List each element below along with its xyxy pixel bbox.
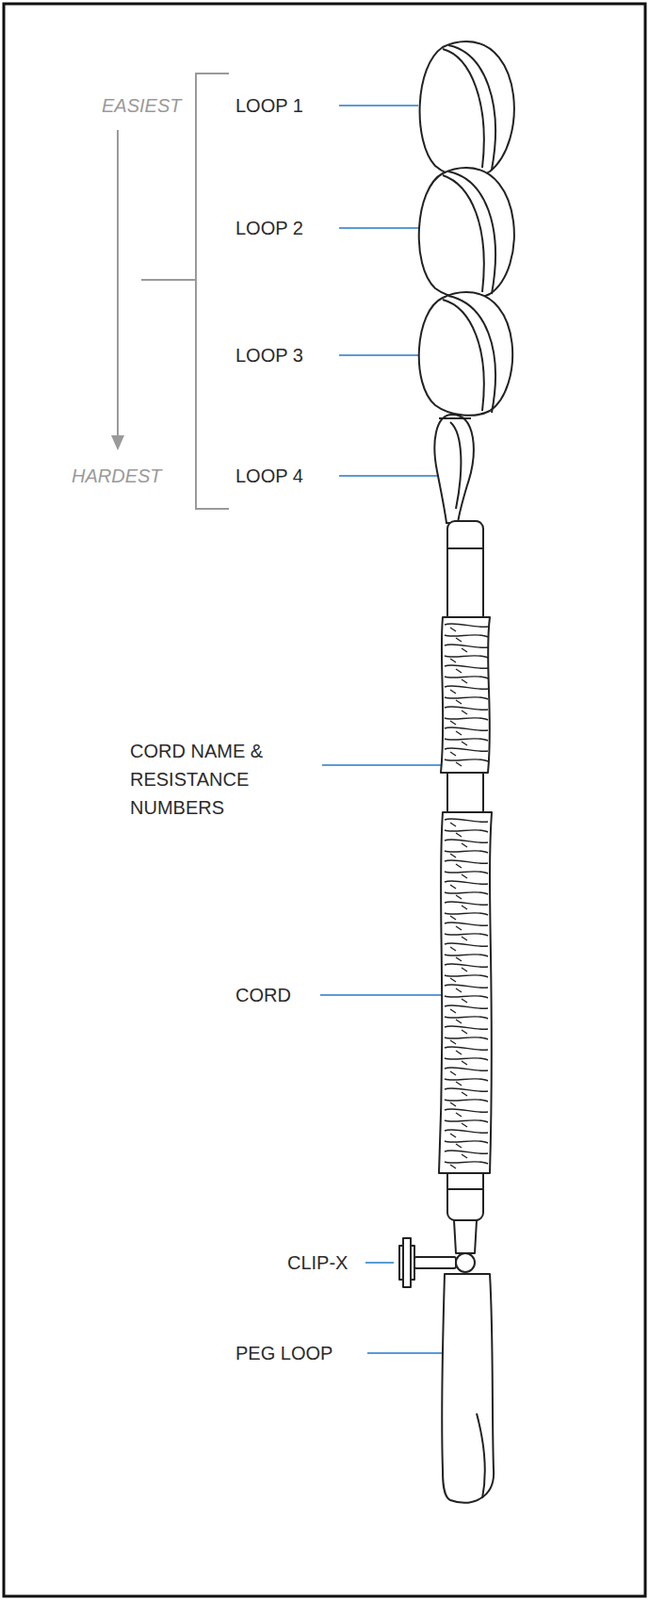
part-label: LOOP 4 — [235, 463, 304, 488]
part-label: PEG LOOP — [235, 1340, 333, 1365]
frame — [3, 3, 646, 1596]
arrow-head — [111, 435, 125, 451]
loops — [399, 41, 515, 1503]
part-label: CORD — [235, 982, 292, 1007]
part-label: CLIP-X — [287, 1249, 348, 1275]
part-label: LOOP 2 — [235, 215, 304, 241]
sleeve-wrinkles — [444, 623, 488, 1169]
part-label: CORD NAME & RESISTANCE NUMBERS — [129, 736, 347, 822]
part-label: LOOP 3 — [235, 342, 304, 368]
bracket — [141, 73, 229, 509]
direction-arrow — [116, 129, 119, 443]
direction-label: HARDEST — [71, 463, 163, 488]
direction-label: EASIEST — [101, 93, 181, 118]
part-label: LOOP 1 — [235, 93, 304, 118]
